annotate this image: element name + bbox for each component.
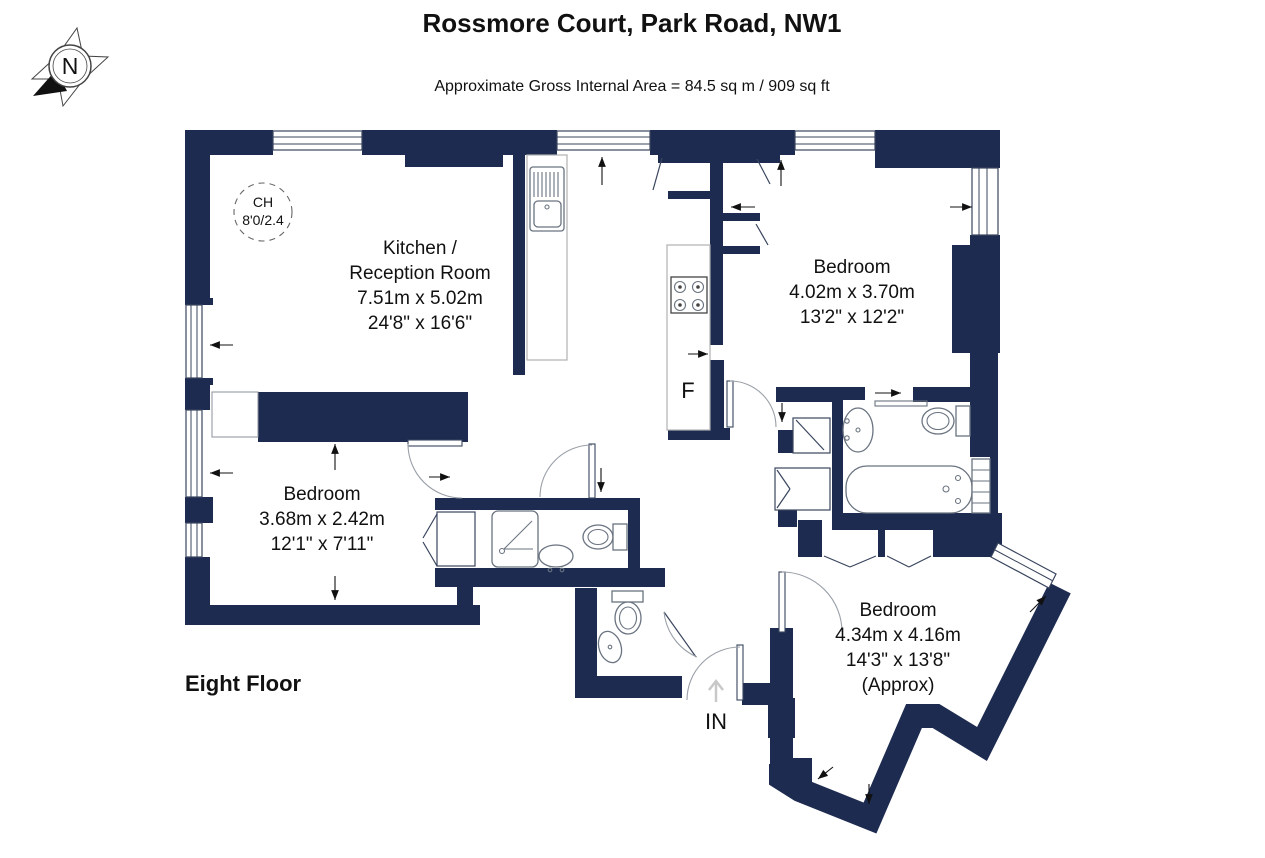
shower-toilet-icon	[582, 523, 628, 551]
wall-segments	[185, 130, 1002, 784]
kitchen-counter-2	[666, 244, 711, 431]
bedroom-left-size-metric: 3.68m x 2.42m	[259, 509, 385, 530]
door-entrance	[686, 644, 744, 701]
towel-rail-icon	[971, 458, 991, 514]
bedroom-bottom-approx: (Approx)	[862, 675, 935, 696]
bedroom-left-size-imperial: 12'1" x 7'11"	[271, 534, 374, 555]
compass-north-label: N	[62, 53, 79, 79]
page-title: Rossmore Court, Park Road, NW1	[423, 8, 842, 38]
compass-inner-circle	[52, 48, 88, 84]
entrance-label: IN	[705, 709, 727, 734]
door-hall	[539, 443, 596, 499]
window	[185, 409, 203, 498]
bedroom-bottom-size-metric: 4.34m x 4.16m	[835, 625, 961, 646]
windows	[185, 130, 1057, 589]
walls	[185, 130, 1071, 834]
window	[272, 130, 363, 151]
kitchen-sink-icon	[529, 166, 565, 232]
kitchen-size-imperial: 24'8" x 16'6"	[368, 313, 472, 334]
wc-fixtures	[597, 590, 644, 664]
window	[185, 304, 203, 379]
bedroom-bottom-name: Bedroom	[859, 600, 936, 621]
bathroom-basin-icon	[842, 407, 874, 453]
shower-basin-icon	[538, 544, 574, 573]
fridge-label: F	[681, 378, 694, 403]
closet-doors	[422, 157, 932, 568]
bedroom-right-size-imperial: 13'2" x 12'2"	[800, 307, 904, 328]
door-left-bedroom	[407, 439, 463, 499]
bedroom-left-name: Bedroom	[283, 484, 360, 505]
window	[556, 130, 651, 151]
doors	[407, 157, 932, 701]
bathroom-fixtures	[842, 400, 991, 514]
shower-icon	[491, 510, 539, 568]
wall-recess	[211, 391, 259, 438]
window-diagonal	[990, 542, 1057, 589]
bathroom-toilet-icon	[921, 405, 971, 437]
door-wc	[663, 611, 698, 658]
entrance-arrow-icon	[708, 678, 724, 702]
bedroom-bottom-size-imperial: 14'3" x 13'8"	[846, 650, 950, 671]
window	[794, 130, 876, 151]
ceiling-height-line2: 8'0/2.4	[242, 212, 284, 228]
hob-icon	[670, 276, 708, 314]
page-subtitle: Approximate Gross Internal Area = 84.5 s…	[434, 78, 830, 95]
bedroom-right-size-metric: 4.02m x 3.70m	[789, 282, 915, 303]
bathtub-icon	[845, 465, 973, 514]
room-label-bedroom-left: Bedroom 3.68m x 2.42m 12'1" x 7'11"	[259, 484, 385, 555]
shower-room-fixtures	[491, 510, 628, 573]
shelf	[874, 400, 928, 407]
kitchen-name-2: Reception Room	[349, 263, 491, 284]
ceiling-height-note: CH 8'0/2.4	[233, 182, 293, 242]
compass-circle	[48, 44, 92, 88]
kitchen-fixtures: F	[526, 154, 711, 431]
dimension-arrows	[210, 157, 1047, 804]
ceiling-height-line1: CH	[253, 194, 273, 210]
door-right-bedroom	[726, 380, 777, 428]
wc-basin-icon	[597, 630, 623, 664]
window	[971, 167, 999, 236]
room-label-bedroom-bottom: Bedroom 4.34m x 4.16m 14'3" x 13'8" (App…	[835, 600, 961, 696]
door-bottom-bedroom	[778, 571, 843, 633]
room-label-bedroom-right: Bedroom 4.02m x 3.70m 13'2" x 12'2"	[789, 257, 915, 328]
kitchen-size-metric: 7.51m x 5.02m	[357, 288, 483, 309]
window	[185, 522, 203, 558]
room-label-kitchen: Kitchen / Reception Room 7.51m x 5.02m 2…	[349, 238, 491, 334]
wc-toilet-icon	[611, 590, 644, 635]
compass-rose: N	[30, 26, 110, 108]
kitchen-name-1: Kitchen /	[383, 238, 458, 259]
wall-zigzag	[769, 582, 1071, 834]
bedroom-right-name: Bedroom	[813, 257, 890, 278]
floor-label: Eight Floor	[185, 671, 302, 696]
